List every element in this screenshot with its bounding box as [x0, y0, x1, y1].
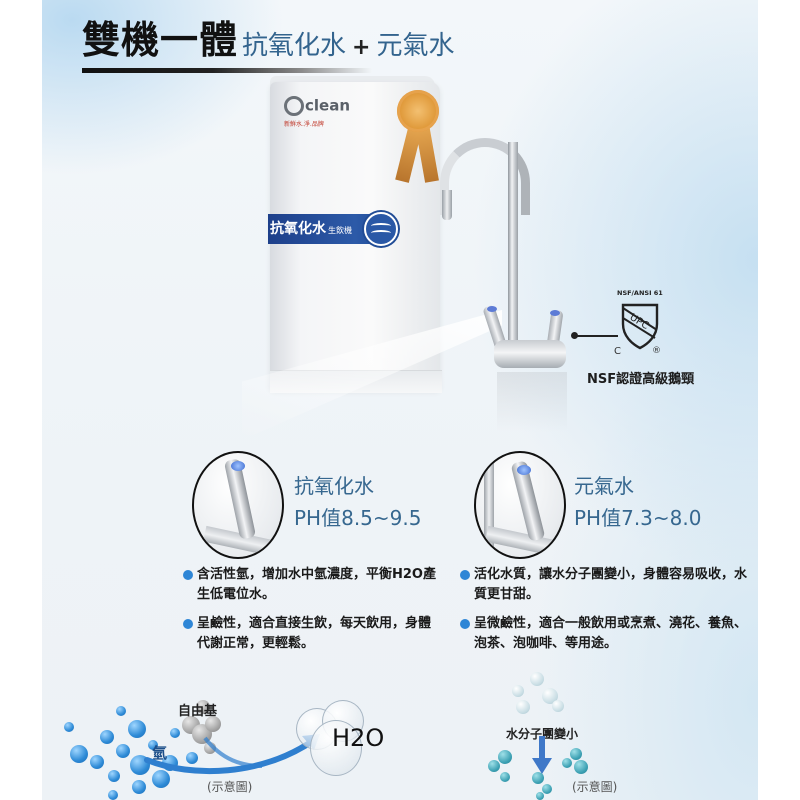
- zoom-circle-vitality: [474, 451, 566, 559]
- variant-ph-antioxidant: PH值8.5~9.5: [294, 506, 422, 530]
- upc-shield-icon: UPC: [621, 303, 659, 350]
- faucet-gooseneck: [440, 138, 530, 215]
- page-title: 雙機一體: [82, 18, 239, 62]
- lever-cap-icon: [517, 465, 531, 475]
- product-infographic: 雙機一體 抗氧化水+元氣水 clean 新鮮水.淨.品牌 抗氧化水生飲機 NSF…: [42, 0, 758, 800]
- product-box-top: [270, 76, 435, 86]
- hydrogen-label: 氫: [152, 744, 168, 762]
- nsf-label: NSF認證高級鵝頸: [587, 372, 695, 387]
- nsf-standard: NSF/ANSI 61: [617, 289, 663, 297]
- bullet-dot-icon: [460, 619, 470, 629]
- cluster-label: 水分子團變小: [506, 727, 579, 741]
- lever-cap-icon: [550, 310, 560, 316]
- subtitle-plus: +: [352, 35, 371, 60]
- lever-cap-icon: [231, 461, 245, 471]
- variant-ph-vitality: PH值7.3~8.0: [574, 506, 702, 530]
- h2o-label: H2O: [332, 724, 385, 752]
- bullet-list-antioxidant: 含活性氫，增加水中氫濃度，平衡H2O產生低電位水。 呈鹼性，適合直接生飲，每天飲…: [183, 565, 443, 663]
- faucet-spout: [442, 190, 452, 220]
- subtitle-vitality-water: 元氣水: [376, 31, 455, 61]
- list-item: 含活性氫，增加水中氫濃度，平衡H2O產生低電位水。: [183, 565, 443, 605]
- list-item: 呈微鹼性，適合一般飲用或烹煮、澆花、養魚、泡茶、泡咖啡、等用途。: [460, 614, 750, 654]
- bullet-dot-icon: [183, 570, 193, 580]
- variant-name-vitality: 元氣水: [574, 474, 634, 498]
- c-mark: C: [614, 346, 621, 357]
- diagram-caption-right: (示意圖): [572, 780, 618, 794]
- page-subtitle: 抗氧化水+元氣水: [242, 30, 454, 64]
- subtitle-antioxidant-water: 抗氧化水: [242, 31, 347, 61]
- brand-logo-icon: [284, 96, 304, 116]
- list-item: 活化水質，讓水分子團變小，身體容易吸收，水質更甘甜。: [460, 565, 750, 605]
- lever-cap-icon: [487, 306, 497, 312]
- award-medal-icon: [397, 90, 439, 132]
- bullet-dot-icon: [183, 619, 193, 629]
- registered-mark: ®: [652, 346, 661, 356]
- free-radical-label: 自由基: [178, 704, 218, 719]
- brand-logo: clean: [284, 96, 350, 116]
- brand-tagline: 新鮮水.淨.品牌: [284, 121, 324, 128]
- title-underline: [82, 68, 372, 73]
- zoom-circle-antioxidant: [192, 451, 284, 559]
- down-arrow-icon: [532, 736, 552, 774]
- callout-line: [574, 335, 618, 337]
- bullet-dot-icon: [460, 570, 470, 580]
- bullet-list-vitality: 活化水質，讓水分子團變小，身體容易吸收，水質更甘甜。 呈微鹼性，適合一般飲用或烹…: [460, 565, 750, 663]
- variant-name-antioxidant: 抗氧化水: [294, 474, 374, 498]
- faucet-body: [494, 340, 566, 368]
- faucet-neck: [508, 142, 518, 358]
- water-wave-icon: [364, 212, 398, 246]
- list-item: 呈鹼性，適合直接生飲，每天飲用，身體代謝正常，更輕鬆。: [183, 614, 443, 654]
- faucet-reflection: [497, 372, 567, 432]
- diagram-caption-left: (示意圖): [207, 780, 253, 794]
